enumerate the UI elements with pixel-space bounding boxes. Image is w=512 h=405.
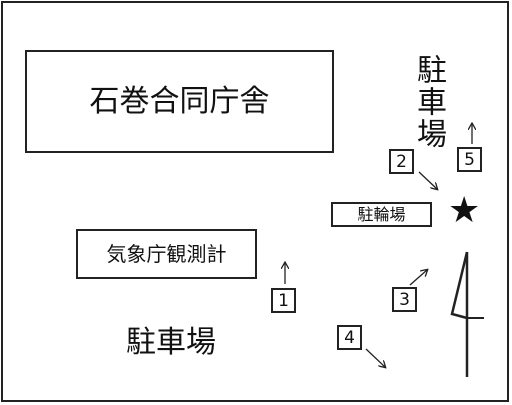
star-icon: ★ xyxy=(448,190,481,231)
parking-lot-right: 駐車場 xyxy=(411,54,446,150)
point-4-marker: 4 xyxy=(337,325,362,350)
point-2-label: 2 xyxy=(396,151,407,172)
point-3-marker: 3 xyxy=(392,287,417,312)
weather-observation-building: 気象庁観測計 xyxy=(76,229,257,279)
weather-observation-label: 気象庁観測計 xyxy=(106,242,227,266)
point-5-label: 5 xyxy=(464,149,475,170)
point-1-marker: 1 xyxy=(271,288,296,313)
point-2-marker: 2 xyxy=(389,149,414,174)
bicycle-parking: 駐輪場 xyxy=(331,202,432,227)
point-3-label: 3 xyxy=(399,289,410,310)
bicycle-parking-label: 駐輪場 xyxy=(357,204,406,224)
office-building-label: 石巻合同庁舎 xyxy=(89,83,270,119)
parking-lot-bottom: 駐車場 xyxy=(126,325,216,360)
point-1-label: 1 xyxy=(278,290,289,311)
point-5-marker: 5 xyxy=(457,147,482,172)
point-4-label: 4 xyxy=(344,327,355,348)
ishinomaki-office-building: 石巻合同庁舎 xyxy=(25,50,334,153)
